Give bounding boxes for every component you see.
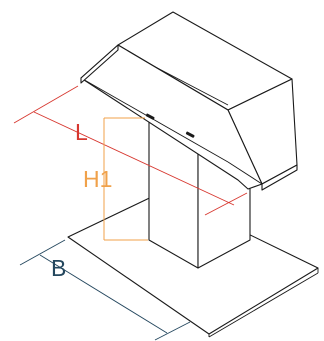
label-B: B [51,255,66,281]
dimension-H1: H1 [83,117,148,241]
fan-hood [80,11,298,191]
label-H1: H1 [83,166,112,192]
dimension-B: B [19,239,191,341]
label-L: L [75,119,88,145]
dimension-L: L [13,85,248,216]
